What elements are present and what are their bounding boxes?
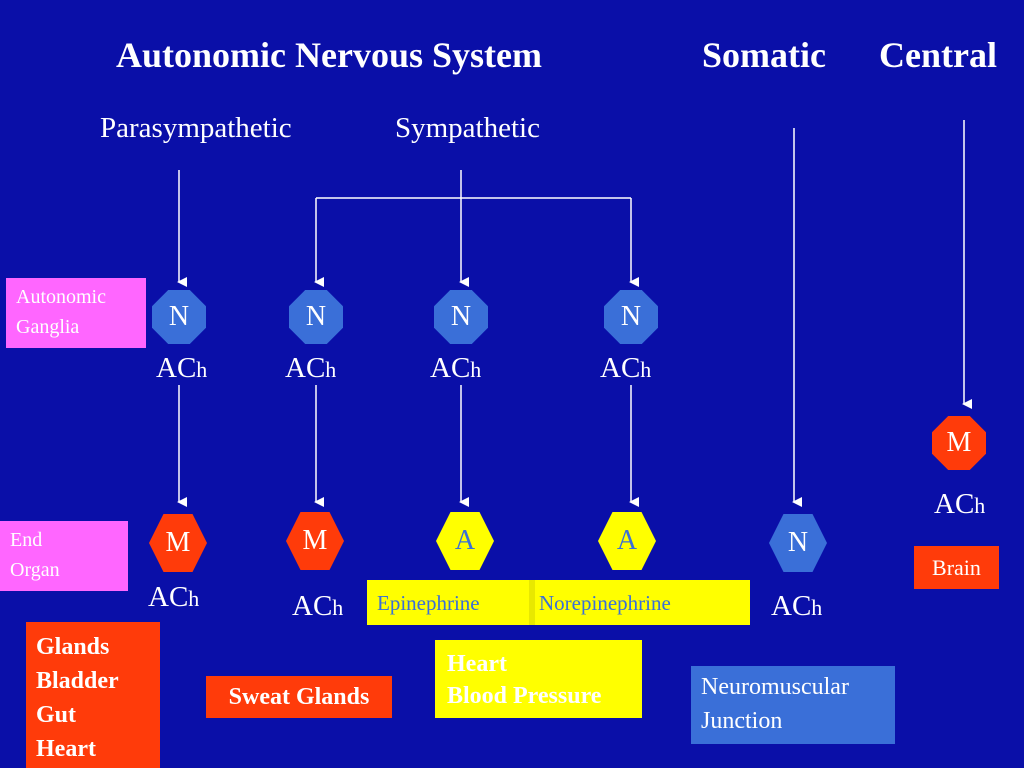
nmj-line2: Junction (701, 708, 783, 734)
ganglion-receptor-para: N (152, 290, 206, 344)
ganglion-transmitter-symp-2: ACh (430, 352, 482, 384)
ganglia-label-line1: Autonomic (16, 286, 106, 308)
epinephrine-cell (367, 580, 529, 625)
neuromuscular-junction-target: Neuromuscular Junction (691, 666, 895, 744)
end-organ-label-line1: End (10, 529, 43, 551)
end-organ-receptor-para: M (149, 514, 207, 572)
subtitle-sympathetic: Sympathetic (395, 112, 540, 144)
nmj-line1: Neuromuscular (701, 674, 849, 700)
target-blood-pressure: Blood Pressure (447, 683, 602, 709)
epinephrine-label: Epinephrine (377, 591, 480, 615)
ganglion-transmitter-para: ACh (156, 352, 208, 384)
ganglion-transmitter-symp-1: ACh (285, 352, 337, 384)
adrenergic-transmitters-box: Epinephrine Norepinephrine (367, 580, 750, 625)
norepinephrine-label: Norepinephrine (539, 591, 671, 615)
brain-transmitter: ACh (934, 488, 986, 520)
ganglion-receptor-symp-2: N (434, 290, 488, 344)
target-glands: Glands (36, 634, 110, 660)
heart-bp-target: Heart Blood Pressure (435, 640, 642, 718)
target-heart: Heart (36, 736, 96, 762)
end-organ-receptor-somatic: N (769, 514, 827, 572)
end-organ-receptor-sweat: M (286, 512, 344, 570)
title-autonomic: Autonomic Nervous System (116, 35, 542, 75)
target-bladder: Bladder (36, 668, 119, 694)
subtitle-parasympathetic: Parasympathetic (100, 112, 292, 144)
brain-receptor: M (932, 416, 986, 470)
parasympathetic-targets: Glands Bladder Gut Heart (26, 622, 160, 768)
end-organ-receptor-epinephrine: A (436, 512, 494, 570)
target-heart-label: Heart (447, 651, 507, 677)
ganglion-receptor-symp-3: N (604, 290, 658, 344)
transmitter-divider (529, 580, 535, 625)
end-organ-receptor-norepinephrine: A (598, 512, 656, 570)
title-somatic: Somatic (702, 35, 826, 75)
autonomic-ganglia-label: Autonomic Ganglia (6, 278, 146, 348)
brain-target: Brain (914, 546, 999, 589)
end-organ-label-line2: Organ (10, 559, 60, 581)
end-organ-transmitter-somatic: ACh (771, 590, 823, 622)
sweat-glands-target: Sweat Glands (206, 676, 392, 718)
ganglion-receptor-symp-1: N (289, 290, 343, 344)
end-organ-label: End Organ (0, 521, 128, 591)
target-gut: Gut (36, 702, 77, 728)
ganglia-label-line2: Ganglia (16, 316, 80, 338)
end-organ-transmitter-sweat: ACh (292, 590, 344, 622)
end-organ-transmitter-para: ACh (148, 581, 200, 613)
ganglion-transmitter-symp-3: ACh (600, 352, 652, 384)
title-central: Central (879, 35, 997, 75)
